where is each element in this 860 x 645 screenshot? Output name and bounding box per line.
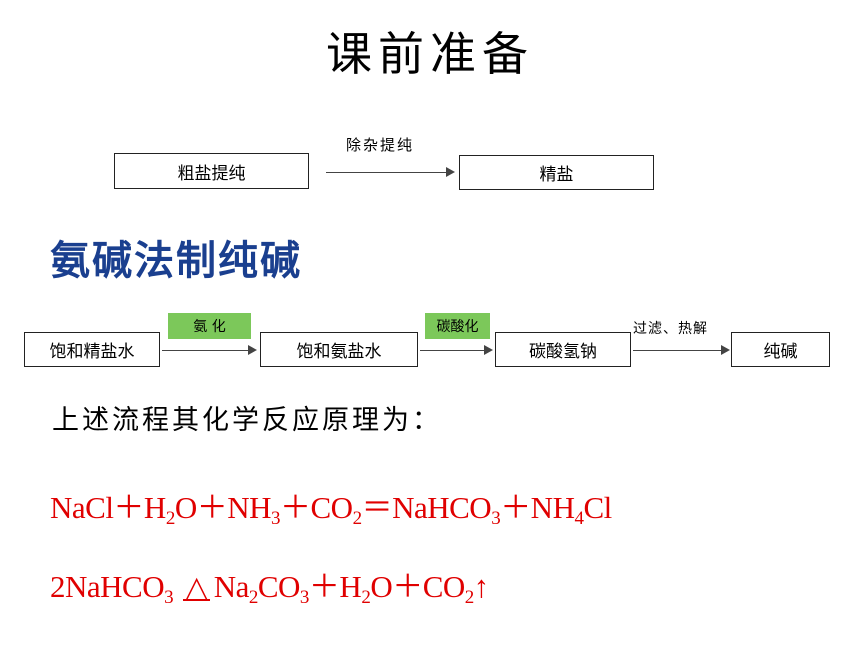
heat-condition-symbol: △ <box>173 570 214 605</box>
flow-arrow-2-head <box>484 345 493 355</box>
purify-arrow-label: 除杂提纯 <box>346 136 415 154</box>
equation-1: NaCl＋H2O＋NH3＋CO2＝NaHCO3＋NH4Cl <box>50 490 612 529</box>
section-heading: 氨碱法制纯碱 <box>50 238 302 284</box>
flow-arrow-1-head <box>248 345 257 355</box>
refined-salt-box: 精盐 <box>459 155 654 190</box>
flow-step-sodium-bicarbonate: 碳酸氢钠 <box>495 332 631 367</box>
flow-arrow-2-line <box>420 350 486 351</box>
purify-arrow-head <box>446 167 455 177</box>
flow-step-soda-ash: 纯碱 <box>731 332 830 367</box>
flow-arrow-3-line <box>633 350 723 351</box>
flow-arrow-1-line <box>162 350 250 351</box>
crude-salt-box: 粗盐提纯 <box>114 153 309 189</box>
page-title: 课前准备 <box>326 27 534 81</box>
reaction-principle-text: 上述流程其化学反应原理为： <box>52 405 442 436</box>
equation-2: 2NaHCO3△Na2CO3＋H2O＋CO2↑ <box>50 569 489 608</box>
purify-arrow-line <box>326 172 448 173</box>
flow-step-ammonia-brine: 饱和氨盐水 <box>260 332 418 367</box>
flow-arrow-3-head <box>721 345 730 355</box>
flow-tag-carbonation: 碳酸化 <box>425 313 490 339</box>
flow-step-brine: 饱和精盐水 <box>24 332 160 367</box>
flow-arrow-3-label: 过滤、热解 <box>633 321 708 337</box>
flow-tag-ammoniation: 氨 化 <box>168 313 251 339</box>
